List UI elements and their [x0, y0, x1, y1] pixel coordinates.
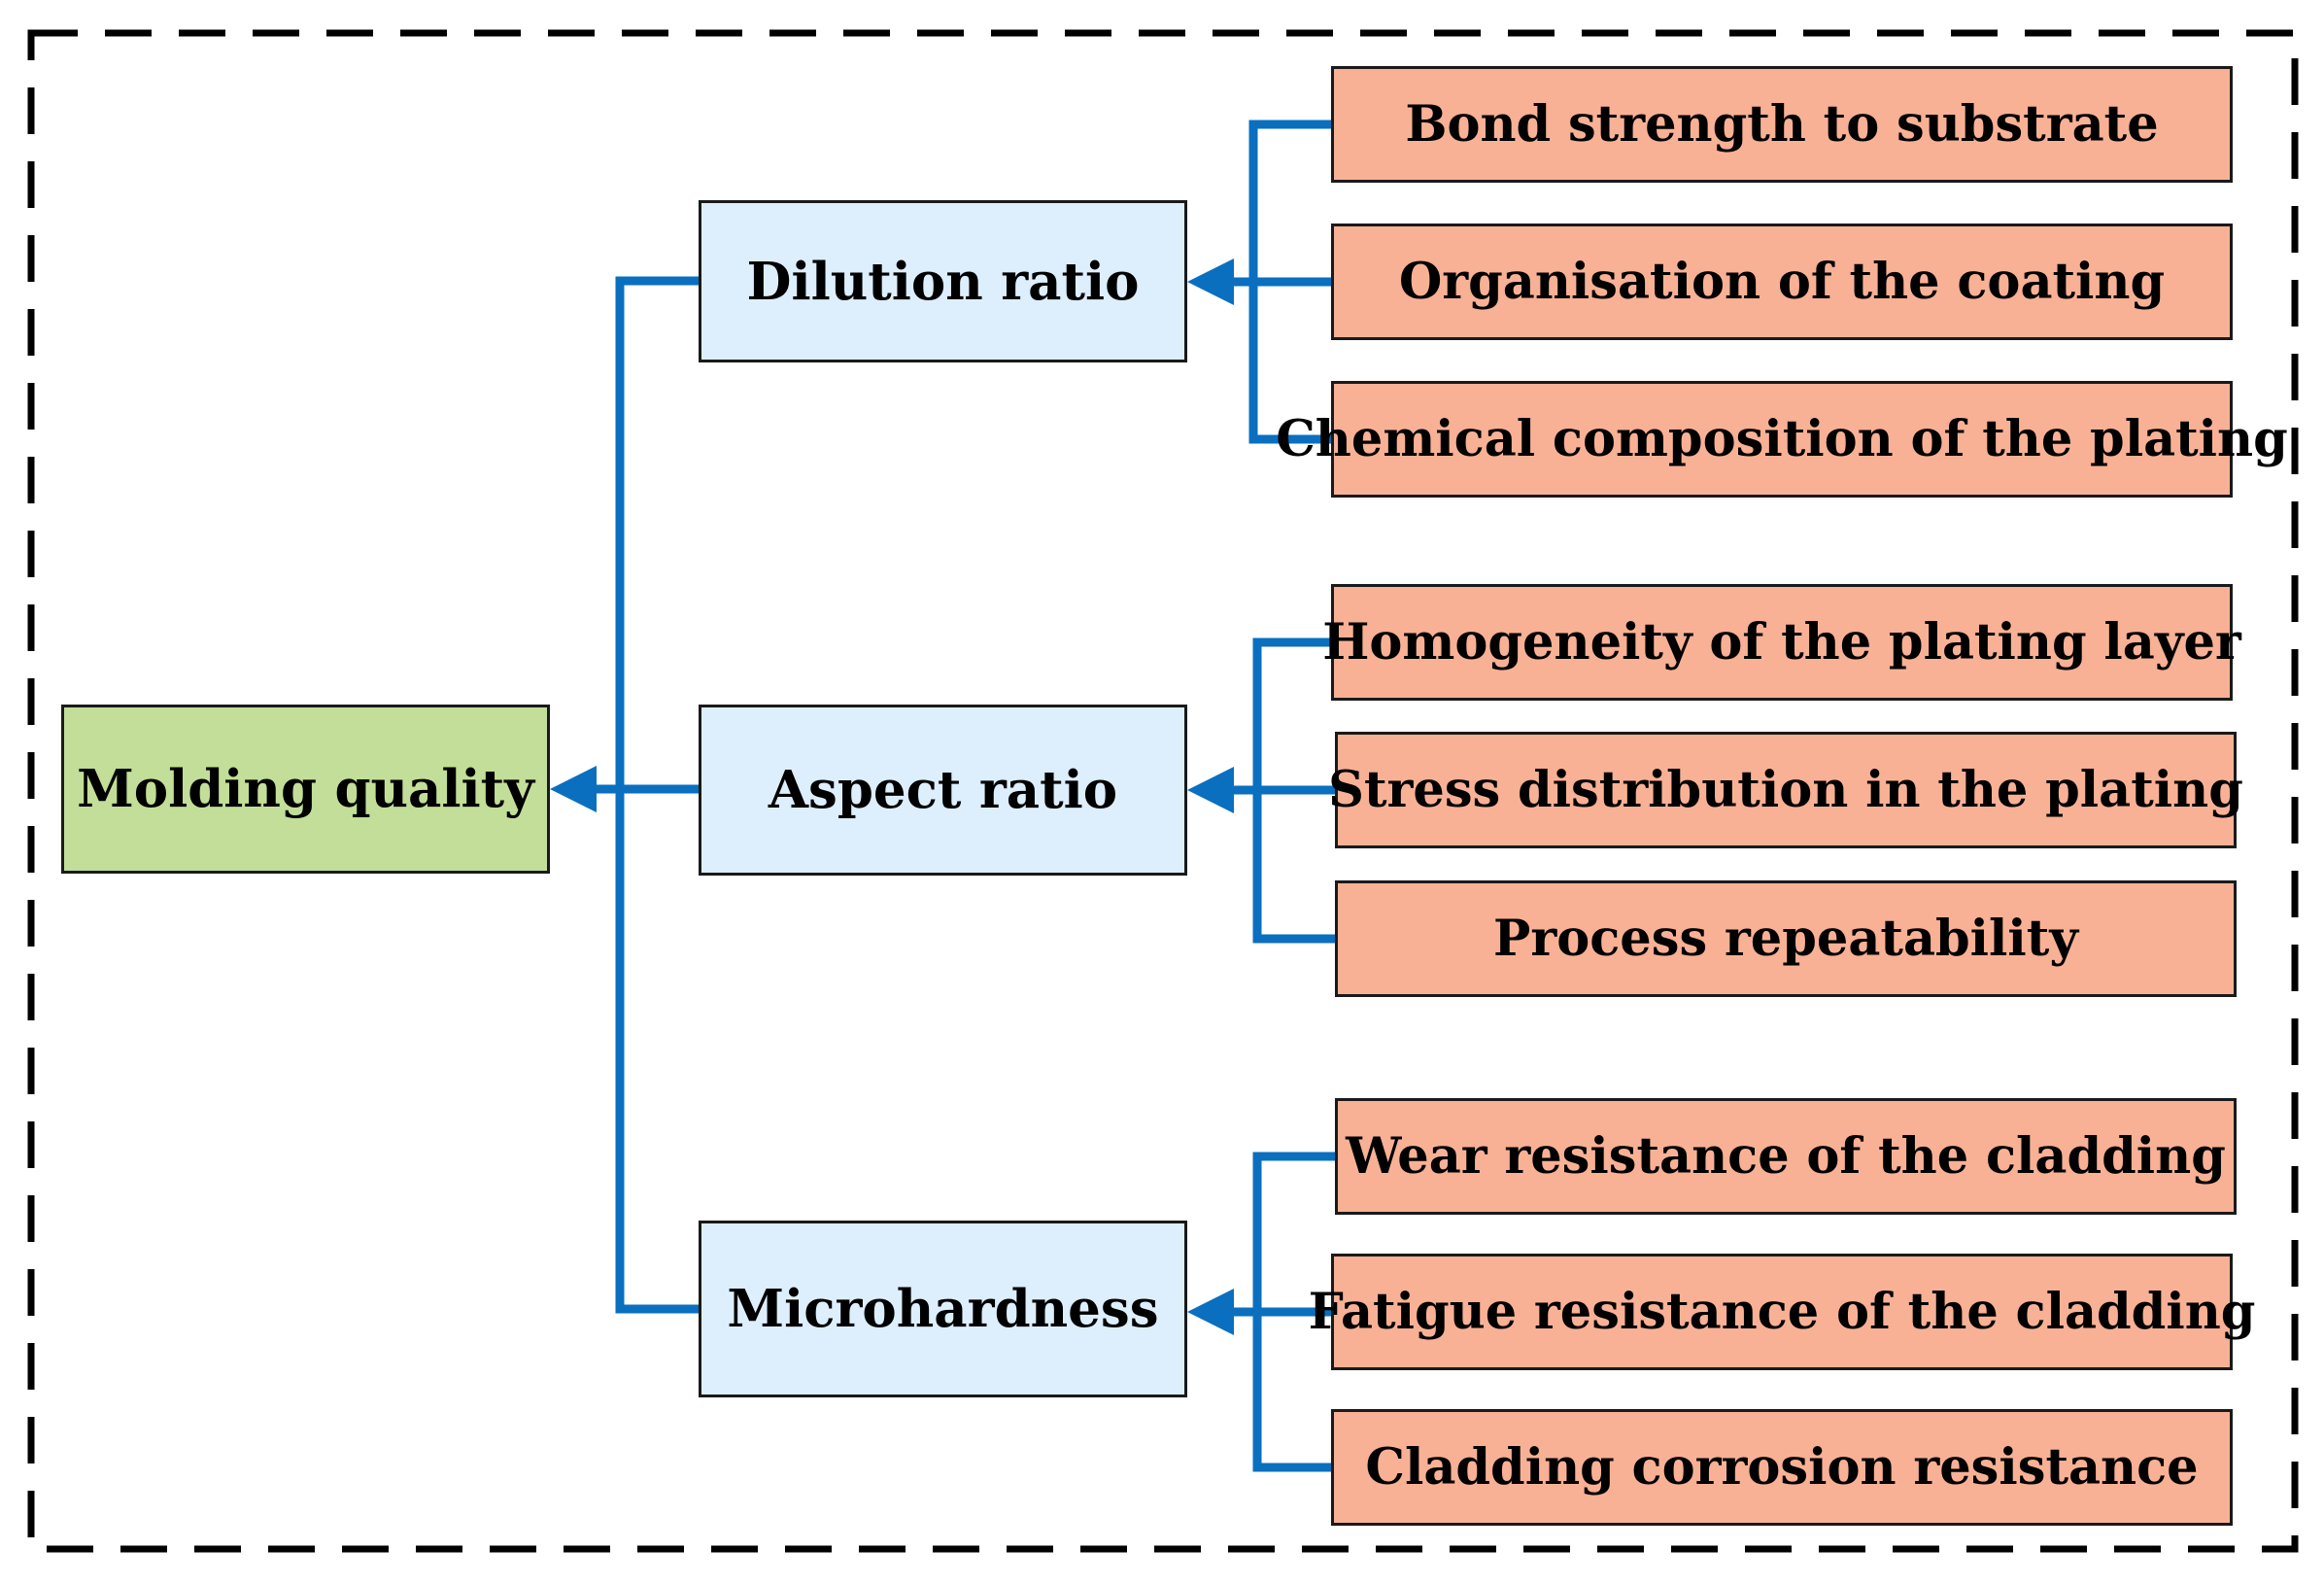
category-node-aspect-ratio: Aspect ratio	[699, 705, 1187, 876]
factor-label: Chemical composition of the plating	[1276, 410, 2288, 468]
factor-node: Fatigue resistance of the cladding	[1309, 1254, 2255, 1370]
factor-label: Homogeneity of the plating layer	[1322, 613, 2241, 671]
root-node: Molding quality	[61, 705, 550, 874]
connectors	[550, 120, 1342, 1472]
arrow-head	[1187, 1289, 1234, 1335]
category-node-dilution-ratio: Dilution ratio	[699, 200, 1187, 362]
factor-node: Organisation of the coating	[1331, 224, 2233, 340]
factor-node: Chemical composition of the plating	[1276, 381, 2288, 498]
factor-label: Fatigue resistance of the cladding	[1308, 1283, 2256, 1341]
factor-node: Stress distribution in the plating	[1328, 732, 2243, 848]
factor-label: Wear resistance of the cladding	[1346, 1127, 2226, 1186]
arrow-head	[1187, 767, 1234, 813]
category-label: Dilution ratio	[746, 251, 1140, 312]
factor-label: Bond strength to substrate	[1405, 95, 2159, 154]
category-label: Microhardness	[727, 1279, 1159, 1339]
category-node-microhardness: Microhardness	[699, 1221, 1187, 1397]
factor-node: Homogeneity of the plating layer	[1322, 584, 2241, 701]
factor-node: Wear resistance of the cladding	[1335, 1098, 2237, 1215]
factor-node: Bond strength to substrate	[1331, 66, 2233, 183]
factor-node: Cladding corrosion resistance	[1331, 1409, 2233, 1526]
factor-label: Organisation of the coating	[1398, 253, 2166, 311]
category-label: Aspect ratio	[768, 760, 1118, 820]
arrow-head	[1187, 258, 1234, 305]
factor-node: Process repeatability	[1335, 880, 2237, 997]
arrow-head	[550, 766, 597, 812]
dashed-frame	[27, 29, 2299, 1553]
factor-label: Stress distribution in the plating	[1328, 761, 2243, 819]
root-label: Molding quality	[77, 759, 534, 819]
factor-label: Cladding corrosion resistance	[1365, 1438, 2199, 1497]
factor-label: Process repeatability	[1493, 910, 2078, 968]
